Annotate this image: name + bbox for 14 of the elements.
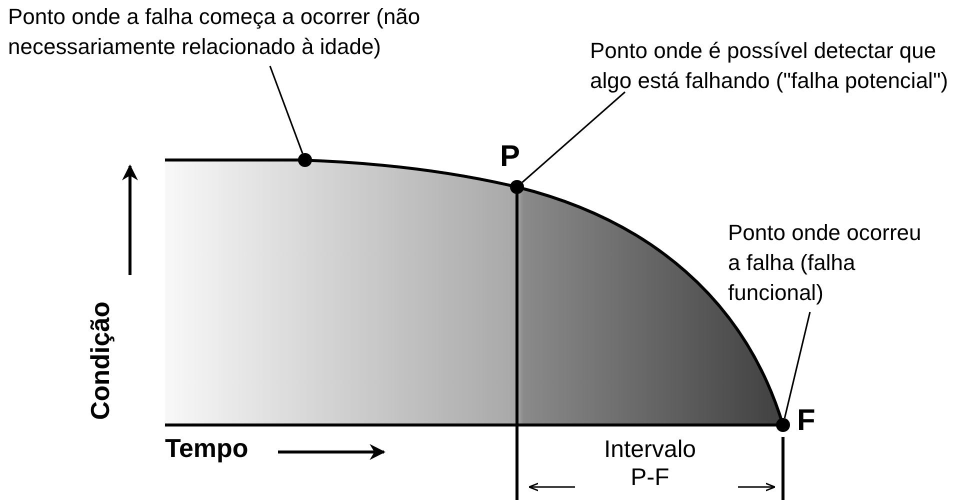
leader-line <box>784 312 811 418</box>
point-label: F <box>797 406 816 436</box>
annotation-text: Ponto onde é possível detectar que algo está falhando ("falha potencial") <box>590 36 968 96</box>
point-marker <box>510 180 524 194</box>
axis-label: Tempo <box>165 434 248 462</box>
interval-label: Intervalo P-F <box>602 436 698 492</box>
point-marker <box>298 153 312 167</box>
annotation-text: Ponto onde ocorreu a falha (falha funcional) <box>728 218 928 308</box>
leader-line <box>269 66 304 154</box>
leader-line <box>522 91 626 183</box>
axis-label: Condição <box>86 302 114 420</box>
point-marker <box>776 418 790 432</box>
annotation-text: Ponto onde a falha começa a ocorrer (não necessariamente relacionado à idade) <box>8 2 568 62</box>
point-label: P <box>500 142 520 172</box>
